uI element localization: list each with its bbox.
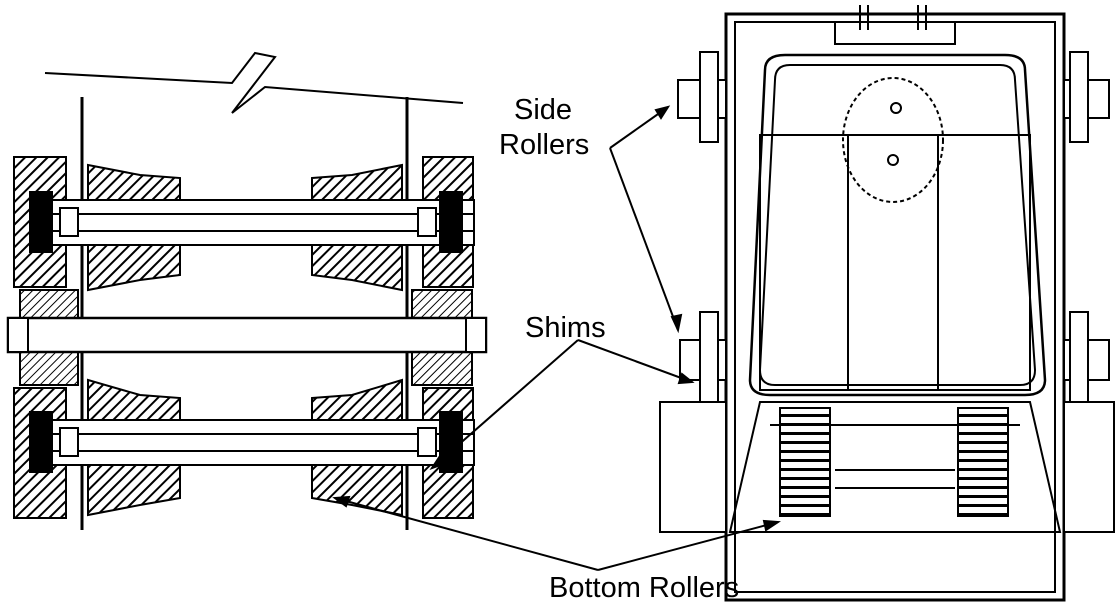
side-rollers-label-line2: Rollers (499, 129, 590, 161)
inner-car-body (748, 53, 1047, 397)
outer-frame (724, 12, 1066, 602)
leader-lines (332, 105, 781, 571)
hole-upper (890, 102, 902, 114)
bottom-rollers-label: Bottom Rollers (549, 572, 740, 604)
cross-section-view (6, 51, 488, 530)
end-view (659, 5, 1115, 602)
upper-side-rollers (677, 51, 1110, 143)
hole-lower (887, 154, 899, 166)
center-axle (6, 289, 488, 386)
bottom-roller-left (779, 407, 831, 517)
lower-side-rollers (679, 311, 1110, 405)
bottom-roller-right (957, 407, 1009, 517)
top-roller-assembly (13, 156, 475, 292)
bottom-roller-assembly (13, 378, 475, 519)
dotted-oval (842, 77, 944, 203)
beam-break-line (44, 51, 464, 114)
shims-label: Shims (525, 312, 606, 344)
side-rollers-label-line1: Side (514, 94, 573, 126)
